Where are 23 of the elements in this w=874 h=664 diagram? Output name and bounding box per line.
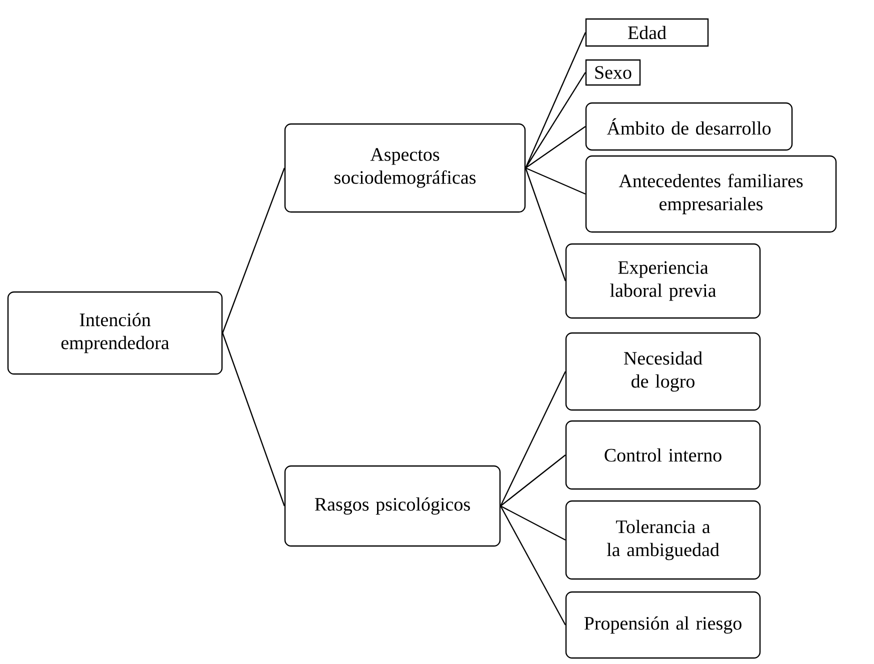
category-box: Necesidad de logro <box>565 332 761 411</box>
connector-line <box>222 168 285 334</box>
connector-line <box>525 167 586 195</box>
category-box: Edad <box>585 18 709 47</box>
connector-line <box>500 454 566 506</box>
category-box: Rasgos psicológicos <box>284 465 501 547</box>
connector-line <box>222 332 285 506</box>
category-box: Intención emprendedora <box>7 291 223 375</box>
category-box: Control interno <box>565 420 761 490</box>
category-box: Sexo <box>585 59 641 86</box>
category-box: Experiencia laboral previa <box>565 243 761 319</box>
connector-line <box>500 506 566 626</box>
connector-line <box>500 505 566 541</box>
connector-line <box>525 72 586 168</box>
connector-line <box>500 371 566 506</box>
category-box: Ámbito de desarrollo <box>585 102 793 151</box>
connector-line <box>525 32 586 168</box>
connector-line <box>525 168 566 282</box>
category-box: Propensión al riesgo <box>565 591 761 659</box>
category-box: Aspectos sociodemográficas <box>284 123 526 213</box>
category-box: Antecedentes familiares empresariales <box>585 155 837 233</box>
connector-line <box>525 126 586 168</box>
category-box: Tolerancia a la ambiguedad <box>565 500 761 580</box>
